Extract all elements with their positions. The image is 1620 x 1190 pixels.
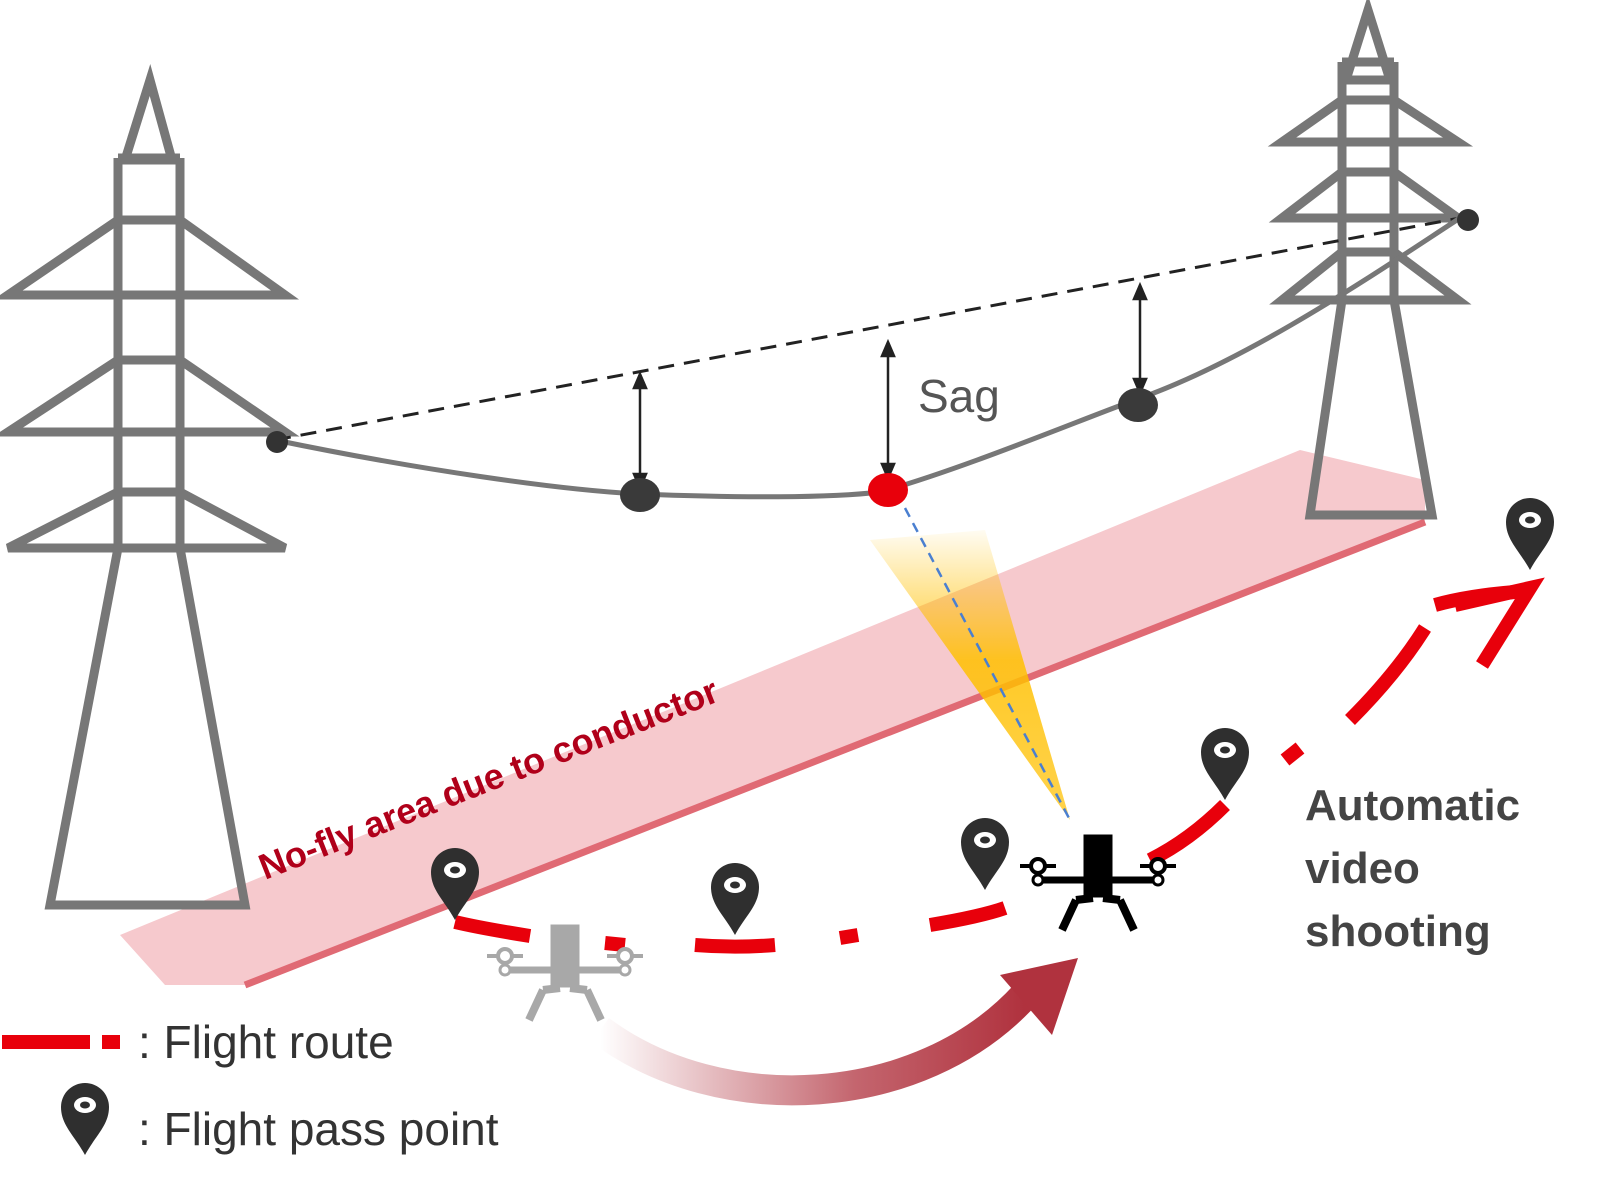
legend-route-label: : Flight route [138,1016,394,1068]
left-transmission-tower [0,64,300,910]
target-point [868,473,908,507]
flight-route-arrowhead [1453,577,1545,669]
map-pin-icon [961,818,1009,890]
sag-arrows [632,281,1148,492]
quadcopter-drone-icon [1020,835,1176,930]
automatic-video-line-2: video [1305,844,1420,893]
no-fly-zone: No-fly area due to conductor [120,450,1427,989]
camera-beam [870,530,1070,820]
map-pin-icon [61,1083,109,1155]
right-transmission-tower [1267,0,1474,520]
automatic-video-line-3: shooting [1305,907,1491,956]
map-pin-icon [1506,498,1554,570]
sag-label: Sag [918,370,1000,422]
camera-line-of-sight [903,507,1072,821]
map-pin-icon [711,863,759,935]
conductor-wire [274,215,1462,500]
map-pin-icon [1201,728,1249,800]
legend-pass-label: : Flight pass point [138,1103,499,1155]
automatic-video-label: Automatic video shooting [1305,781,1520,956]
motion-arrow [591,984,1037,1106]
motion-arrowhead [1000,958,1078,1035]
legend: : Flight route : Flight pass point [2,1016,499,1155]
automatic-video-line-1: Automatic [1305,781,1520,830]
catenary-chord-line [274,216,1461,442]
conductor-measure-points [266,209,1479,512]
